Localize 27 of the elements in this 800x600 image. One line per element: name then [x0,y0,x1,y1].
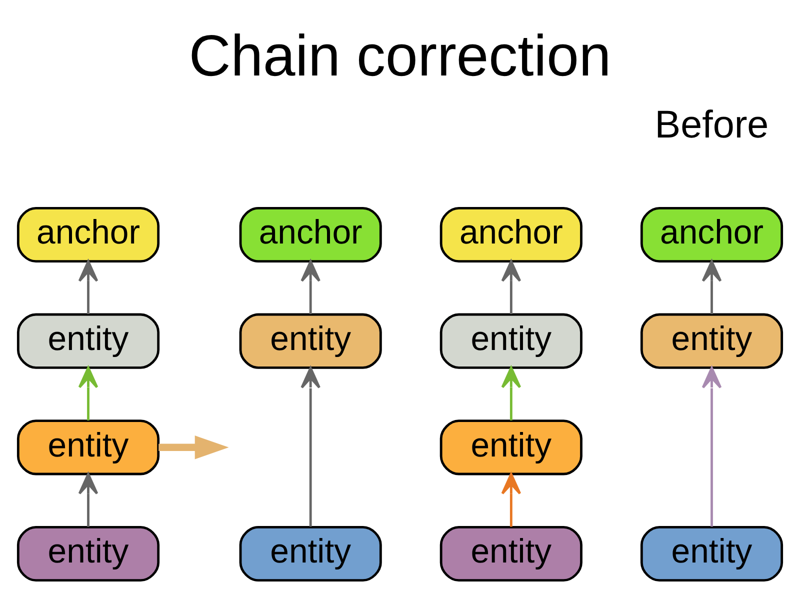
node-box: entity [16,313,160,369]
arrow [78,472,98,527]
arrow [501,366,522,420]
node-box: entity [640,526,784,582]
node-box: entity [16,420,160,476]
arrow [78,366,98,420]
arrow [158,436,229,460]
node-box: entity [640,313,784,369]
diagram-title: Chain correction [188,24,612,89]
arrow [300,260,320,314]
arrow [300,366,320,527]
arrow [501,472,522,527]
arrow [501,260,522,314]
node-box: entity [239,313,382,369]
node-box: anchor [440,206,582,263]
node-box: anchor [16,206,160,263]
node-box: anchor [239,206,382,263]
node-box: entity [440,526,582,582]
node-box: entity [239,526,382,582]
node-box: entity [16,526,160,582]
node-box: entity [440,313,582,369]
arrow [78,260,98,314]
node-box: anchor [640,206,784,263]
arrow [702,366,722,527]
node-box: entity [440,420,582,476]
label: Before [654,104,769,147]
arrow [702,260,722,314]
